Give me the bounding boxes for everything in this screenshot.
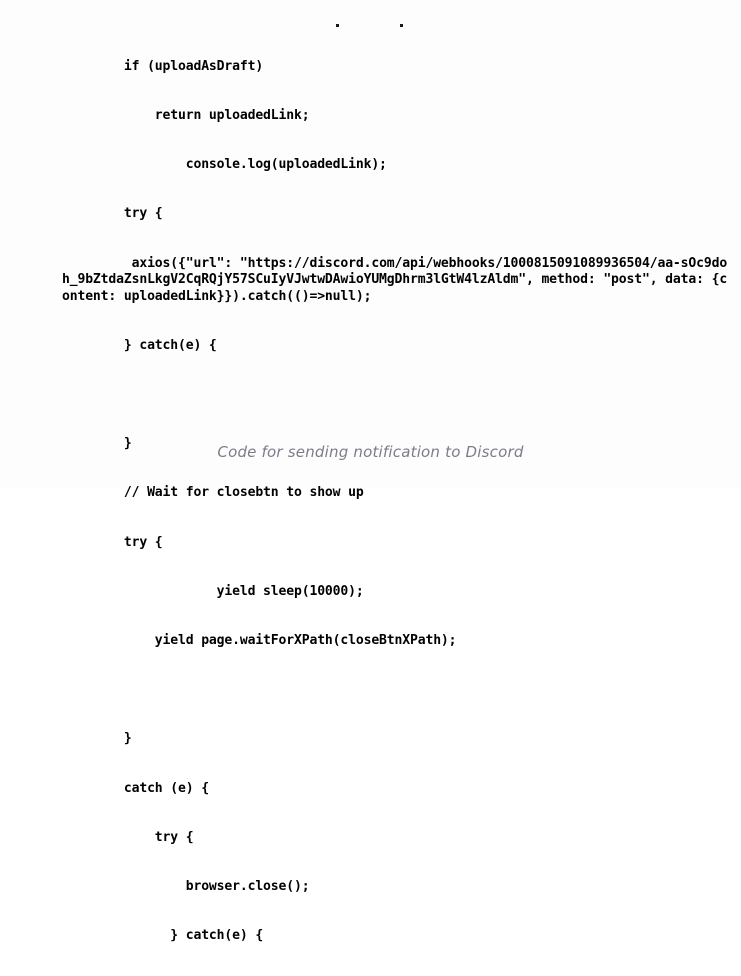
ink-artifact-dot-right [400,24,403,27]
figure-caption: Code for sending notification to Discord [217,443,524,461]
code-listing: if (uploadAsDraft) return uploadedLink; … [62,26,734,976]
code-line: } [62,436,132,452]
code-line: } [62,731,132,747]
code-line: browser.close(); [62,879,310,895]
code-line: try { [62,534,163,550]
document-page: if (uploadAsDraft) return uploadedLink; … [62,24,728,944]
code-line: catch (e) { [62,780,209,796]
code-line-blank [62,682,734,698]
code-line: } catch(e) { [62,337,217,353]
code-line: return uploadedLink; [62,108,310,124]
code-line: yield sleep(10000); [62,583,364,599]
code-line: try { [62,206,163,222]
code-line: yield page.waitForXPath(closeBtnXPath); [62,633,457,649]
code-line: } catch(e) { [62,928,264,944]
ink-artifact-dot-left [336,24,339,27]
code-line-blank [62,387,734,403]
code-line: try { [62,829,194,845]
code-line-axios-webhook: axios({"url": "https://discord.com/api/w… [62,255,728,304]
code-line: console.log(uploadedLink); [62,157,387,173]
code-line: if (uploadAsDraft) [62,58,264,74]
